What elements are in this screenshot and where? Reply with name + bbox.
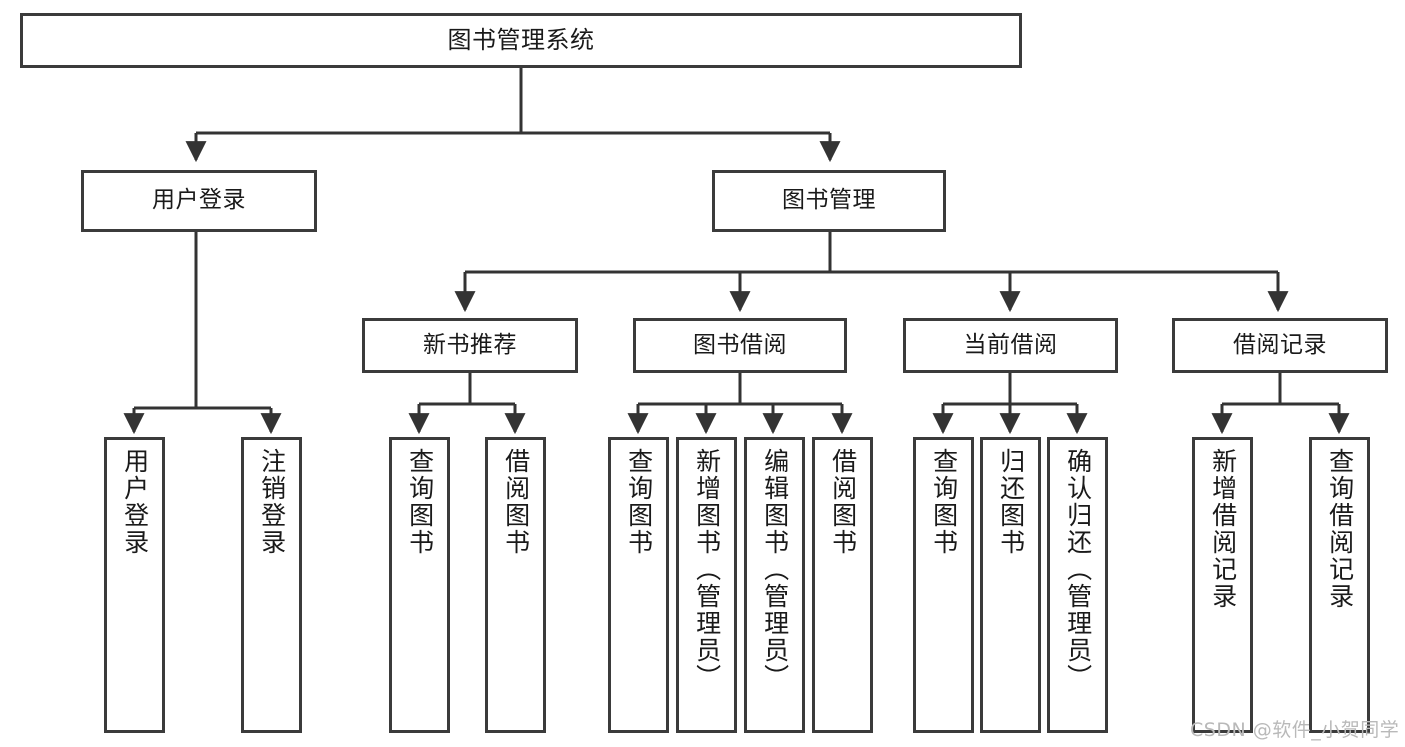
node-new-book-recommend[interactable]: 新书推荐 bbox=[362, 318, 578, 373]
node-book-borrow[interactable]: 图书借阅 bbox=[633, 318, 847, 373]
leaf-borrow-query-book[interactable]: 查询图书 bbox=[608, 437, 669, 733]
node-borrow-record[interactable]: 借阅记录 bbox=[1172, 318, 1388, 373]
node-label: 借阅图书 bbox=[828, 448, 858, 556]
node-label: 图书管理系统 bbox=[447, 26, 595, 55]
leaf-user-login-signin[interactable]: 用户登录 bbox=[104, 437, 165, 733]
node-current-borrow[interactable]: 当前借阅 bbox=[903, 318, 1118, 373]
leaf-current-return-book[interactable]: 归还图书 bbox=[980, 437, 1041, 733]
node-label: 图书管理 bbox=[782, 187, 876, 214]
node-label: 查询图书 bbox=[624, 448, 654, 556]
leaf-borrow-add-book-admin[interactable]: 新增图书（管理员） bbox=[676, 437, 737, 733]
leaf-record-query-record[interactable]: 查询借阅记录 bbox=[1309, 437, 1370, 733]
node-label: 归还图书 bbox=[996, 448, 1026, 556]
node-label: 当前借阅 bbox=[963, 331, 1058, 358]
leaf-recommend-query-book[interactable]: 查询图书 bbox=[389, 437, 450, 733]
leaf-recommend-borrow-book[interactable]: 借阅图书 bbox=[485, 437, 546, 733]
leaf-borrow-edit-book-admin[interactable]: 编辑图书（管理员） bbox=[744, 437, 805, 733]
leaf-user-login-signout[interactable]: 注销登录 bbox=[241, 437, 302, 733]
node-label: 确认归还（管理员） bbox=[1063, 448, 1093, 691]
leaf-record-add-record[interactable]: 新增借阅记录 bbox=[1192, 437, 1253, 733]
node-root-system[interactable]: 图书管理系统 bbox=[20, 13, 1022, 68]
node-book-management[interactable]: 图书管理 bbox=[712, 170, 946, 232]
node-label: 图书借阅 bbox=[693, 331, 787, 358]
node-label: 查询借阅记录 bbox=[1325, 448, 1355, 610]
node-label: 新增图书（管理员） bbox=[692, 448, 722, 691]
node-label: 用户登录 bbox=[120, 448, 150, 556]
node-user-login[interactable]: 用户登录 bbox=[81, 170, 317, 232]
node-label: 注销登录 bbox=[257, 448, 287, 556]
node-label: 借阅图书 bbox=[501, 448, 531, 556]
node-label: 新增借阅记录 bbox=[1208, 448, 1238, 610]
node-label: 用户登录 bbox=[152, 187, 246, 214]
node-label: 新书推荐 bbox=[423, 331, 517, 358]
leaf-current-query-book[interactable]: 查询图书 bbox=[913, 437, 974, 733]
node-label: 查询图书 bbox=[405, 448, 435, 556]
leaf-current-confirm-return-admin[interactable]: 确认归还（管理员） bbox=[1047, 437, 1108, 733]
node-label: 查询图书 bbox=[929, 448, 959, 556]
node-label: 借阅记录 bbox=[1233, 331, 1327, 358]
node-label: 编辑图书（管理员） bbox=[760, 448, 790, 691]
leaf-borrow-borrow-book[interactable]: 借阅图书 bbox=[812, 437, 873, 733]
